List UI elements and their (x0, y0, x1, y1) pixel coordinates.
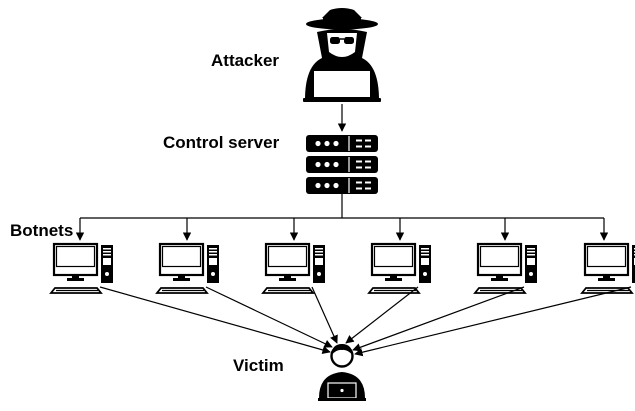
user-laptop-icon (318, 344, 366, 401)
control-server-label: Control server (163, 133, 280, 152)
attack-arrow (345, 286, 419, 344)
attack-arrow (352, 286, 525, 352)
desktop-computer-icon (580, 242, 635, 295)
bot-to-victim-arrows (99, 286, 632, 357)
desktop-computer-icon (473, 242, 539, 295)
bus-to-bot-arrows (75, 218, 609, 241)
server-rack-icon (305, 134, 379, 195)
victim-label: Victim (233, 356, 284, 375)
attacker-label: Attacker (211, 51, 280, 70)
desktop-computer-icon (155, 242, 221, 295)
desktop-computer-icon (367, 242, 433, 295)
attacker-icon (303, 8, 381, 102)
botnets-label: Botnets (10, 221, 74, 240)
botnet-computers (49, 242, 635, 295)
attack-arrow (354, 286, 632, 357)
attack-arrow (99, 286, 331, 354)
desktop-computer-icon (261, 242, 327, 295)
attack-arrow (311, 286, 338, 344)
desktop-computer-icon (49, 242, 115, 295)
attack-arrow (205, 286, 333, 348)
